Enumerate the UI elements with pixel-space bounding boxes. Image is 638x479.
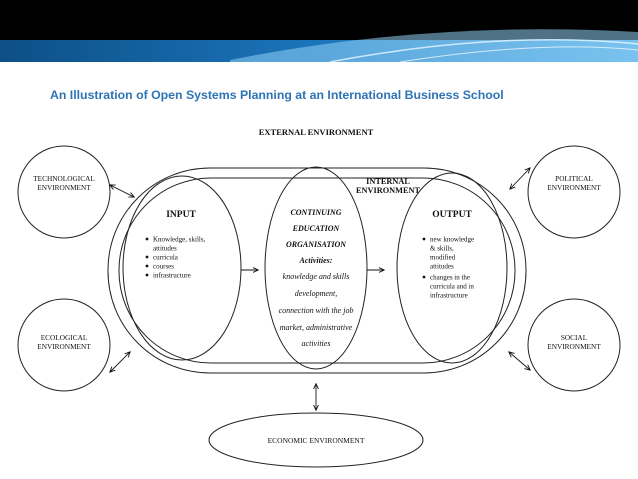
center-heading-line: ORGANISATION xyxy=(286,240,347,249)
bullet-dot xyxy=(423,276,426,279)
activity-line: development, xyxy=(295,289,337,298)
input-bullet-text: Knowledge, skills, xyxy=(153,236,206,244)
internal-environment-label-1: INTERNAL xyxy=(366,177,410,186)
output-bullet-text: changes in the xyxy=(430,274,470,282)
input-bullet-text: courses xyxy=(153,263,174,271)
center-heading-line: CONTINUING xyxy=(290,208,341,217)
input-bullet-text: infrastructure xyxy=(153,272,191,280)
internal-environment-label-2: ENVIRONMENT xyxy=(356,186,421,195)
activity-line: market, administrative xyxy=(280,323,353,332)
output-bullet-text: attitudes xyxy=(430,263,454,271)
input-ellipse xyxy=(123,176,241,360)
output-bullet-text: curricula and in xyxy=(430,283,474,291)
internal-environment-inner-border xyxy=(119,178,515,363)
bullet-dot xyxy=(423,238,426,241)
ecological-environment-label: ENVIRONMENT xyxy=(37,342,91,351)
technological-environment-label: TECHNOLOGICAL xyxy=(33,174,95,183)
bullet-dot xyxy=(146,256,149,259)
output-bullet-text: modified xyxy=(430,254,456,262)
ecological-link-arrow xyxy=(110,352,130,372)
social-environment-label: ENVIRONMENT xyxy=(547,342,601,351)
political-environment-circle xyxy=(528,146,620,238)
ecological-environment-label: ECOLOGICAL xyxy=(41,333,88,342)
input-title: INPUT xyxy=(166,210,196,220)
technological-environment-label: ENVIRONMENT xyxy=(37,183,91,192)
output-bullet-text: new knowledge xyxy=(430,236,474,244)
output-bullet-list: new knowledge & skills, modified attitud… xyxy=(423,236,475,300)
external-environment-label: EXTERNAL ENVIRONMENT xyxy=(259,127,374,137)
political-environment-label: POLITICAL xyxy=(555,174,593,183)
center-heading-line: EDUCATION xyxy=(292,224,341,233)
activity-line: connection with the job xyxy=(279,306,354,315)
activity-line: knowledge and skills xyxy=(283,272,350,281)
bullet-dot xyxy=(146,265,149,268)
technological-environment-circle xyxy=(18,146,110,238)
output-bullet-text: infrastructure xyxy=(430,292,468,300)
bullet-dot xyxy=(146,274,149,277)
bullet-dot xyxy=(146,238,149,241)
activity-line: activities xyxy=(302,339,331,348)
technological-link-arrow xyxy=(110,185,134,197)
output-title: OUTPUT xyxy=(432,210,472,220)
social-link-arrow xyxy=(509,352,530,370)
political-link-arrow xyxy=(510,168,530,189)
economic-environment-label: ECONOMIC ENVIRONMENT xyxy=(268,436,365,445)
input-bullet-list: Knowledge, skills, attitudes curricula c… xyxy=(146,236,206,280)
activities-label: Activities: xyxy=(299,256,333,265)
output-bullet-text: & skills, xyxy=(430,245,454,253)
political-environment-label: ENVIRONMENT xyxy=(547,183,601,192)
social-environment-label: SOCIAL xyxy=(561,333,588,342)
continuing-education-text: CONTINUING EDUCATION ORGANISATION Activi… xyxy=(279,208,354,348)
input-bullet-text: curricula xyxy=(153,254,179,262)
input-bullet-text: attitudes xyxy=(153,245,177,253)
